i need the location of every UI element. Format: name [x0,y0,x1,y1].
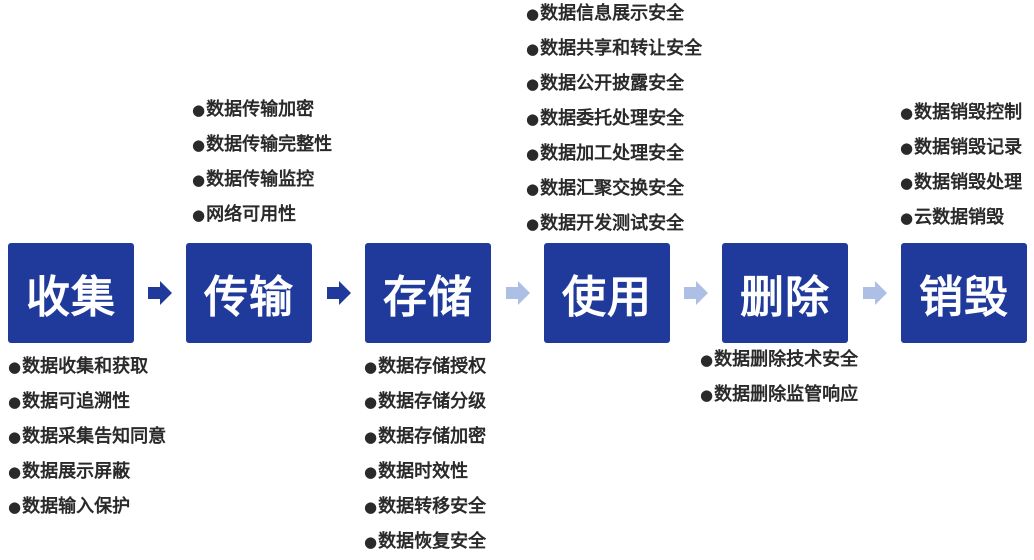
arrow-right-icon [327,281,351,305]
use-items: 数据信息展示安全 数据共享和转让安全 数据公开披露安全 数据委托处理安全 数据加… [526,0,702,241]
store-items: 数据存储授权 数据存储分级 数据存储加密 数据时效性 数据转移安全 数据恢复安全 [364,349,486,559]
arrow-right-icon [506,281,530,305]
destroy-items: 数据销毁控制 数据销毁记录 数据销毁处理 云数据销毁 [900,95,1022,235]
collect-items: 数据收集和获取 数据可追溯性 数据采集告知同意 数据展示屏蔽 数据输入保护 [8,349,166,524]
list-item: 数据存储授权 [364,349,486,384]
list-item: 数据收集和获取 [8,349,166,384]
list-item: 数据时效性 [364,454,486,489]
stage-destroy: 销毁 [901,243,1027,343]
list-item: 数据销毁控制 [900,95,1022,130]
list-item: 数据输入保护 [8,489,166,524]
list-item: 数据传输加密 [192,92,332,127]
list-item: 数据加工处理安全 [526,136,702,171]
stage-use: 使用 [544,243,670,343]
list-item: 数据信息展示安全 [526,0,702,31]
stage-store: 存储 [365,243,491,343]
list-item: 数据销毁记录 [900,130,1022,165]
list-item: 数据开发测试安全 [526,206,702,241]
list-item: 数据删除监管响应 [700,377,858,412]
arrow-right-icon [684,281,708,305]
list-item: 数据恢复安全 [364,524,486,559]
list-item: 数据转移安全 [364,489,486,524]
list-item: 数据存储分级 [364,384,486,419]
list-item: 数据采集告知同意 [8,419,166,454]
transmit-items: 数据传输加密 数据传输完整性 数据传输监控 网络可用性 [192,92,332,232]
list-item: 数据可追溯性 [8,384,166,419]
list-item: 数据汇聚交换安全 [526,171,702,206]
list-item: 数据传输监控 [192,162,332,197]
list-item: 数据展示屏蔽 [8,454,166,489]
arrow-right-icon [148,281,172,305]
list-item: 数据销毁处理 [900,165,1022,200]
stage-transmit: 传输 [186,243,312,343]
list-item: 数据共享和转让安全 [526,31,702,66]
list-item: 数据传输完整性 [192,127,332,162]
list-item: 云数据销毁 [900,200,1022,235]
list-item: 数据公开披露安全 [526,66,702,101]
list-item: 数据委托处理安全 [526,101,702,136]
list-item: 数据删除技术安全 [700,342,858,377]
list-item: 数据存储加密 [364,419,486,454]
arrow-right-icon [863,281,887,305]
stage-delete: 删除 [722,243,848,343]
delete-items: 数据删除技术安全 数据删除监管响应 [700,342,858,412]
list-item: 网络可用性 [192,197,332,232]
stage-collect: 收集 [8,243,134,343]
